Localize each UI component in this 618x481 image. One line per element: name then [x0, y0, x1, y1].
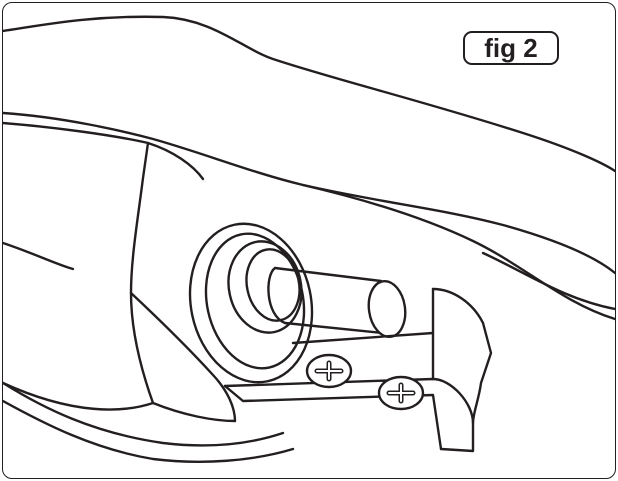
mounting-screw	[377, 375, 425, 411]
mounting-bracket	[223, 287, 493, 453]
pin-bushing	[188, 222, 314, 384]
hinge-pin-illustration	[3, 15, 615, 463]
bumper-body	[3, 121, 295, 463]
mounting-screw	[305, 353, 353, 389]
figure-label: fig 2	[463, 31, 559, 65]
bumper-arm	[3, 15, 615, 321]
hinge-pin	[267, 266, 407, 339]
